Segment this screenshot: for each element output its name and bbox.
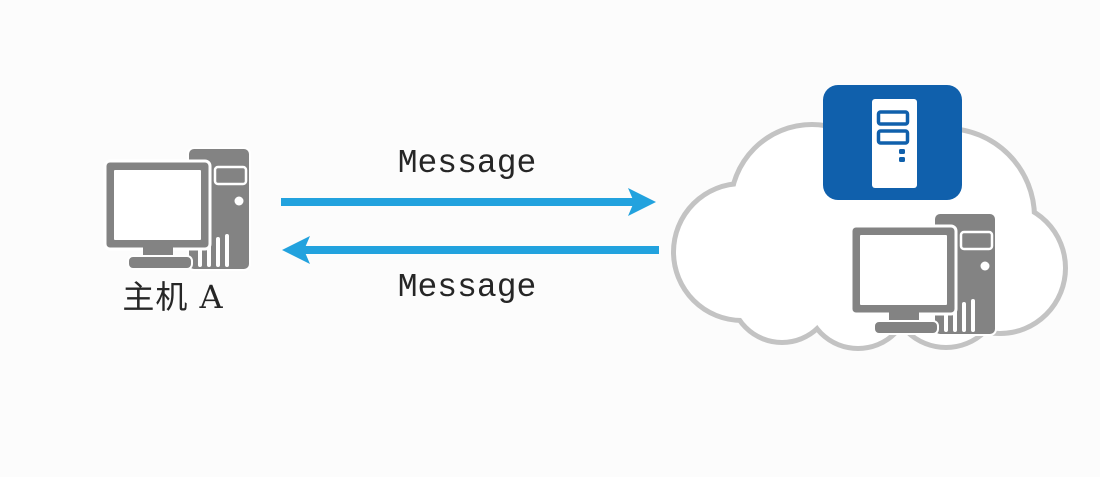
message-arrow-left [282,236,659,264]
server-icon [823,85,962,200]
message-label-top: Message [397,145,537,182]
host-a-computer-icon [103,146,252,272]
message-label-bottom: Message [397,269,537,306]
message-arrow-right [281,188,656,216]
host-a-label: 主机 A [122,278,224,316]
